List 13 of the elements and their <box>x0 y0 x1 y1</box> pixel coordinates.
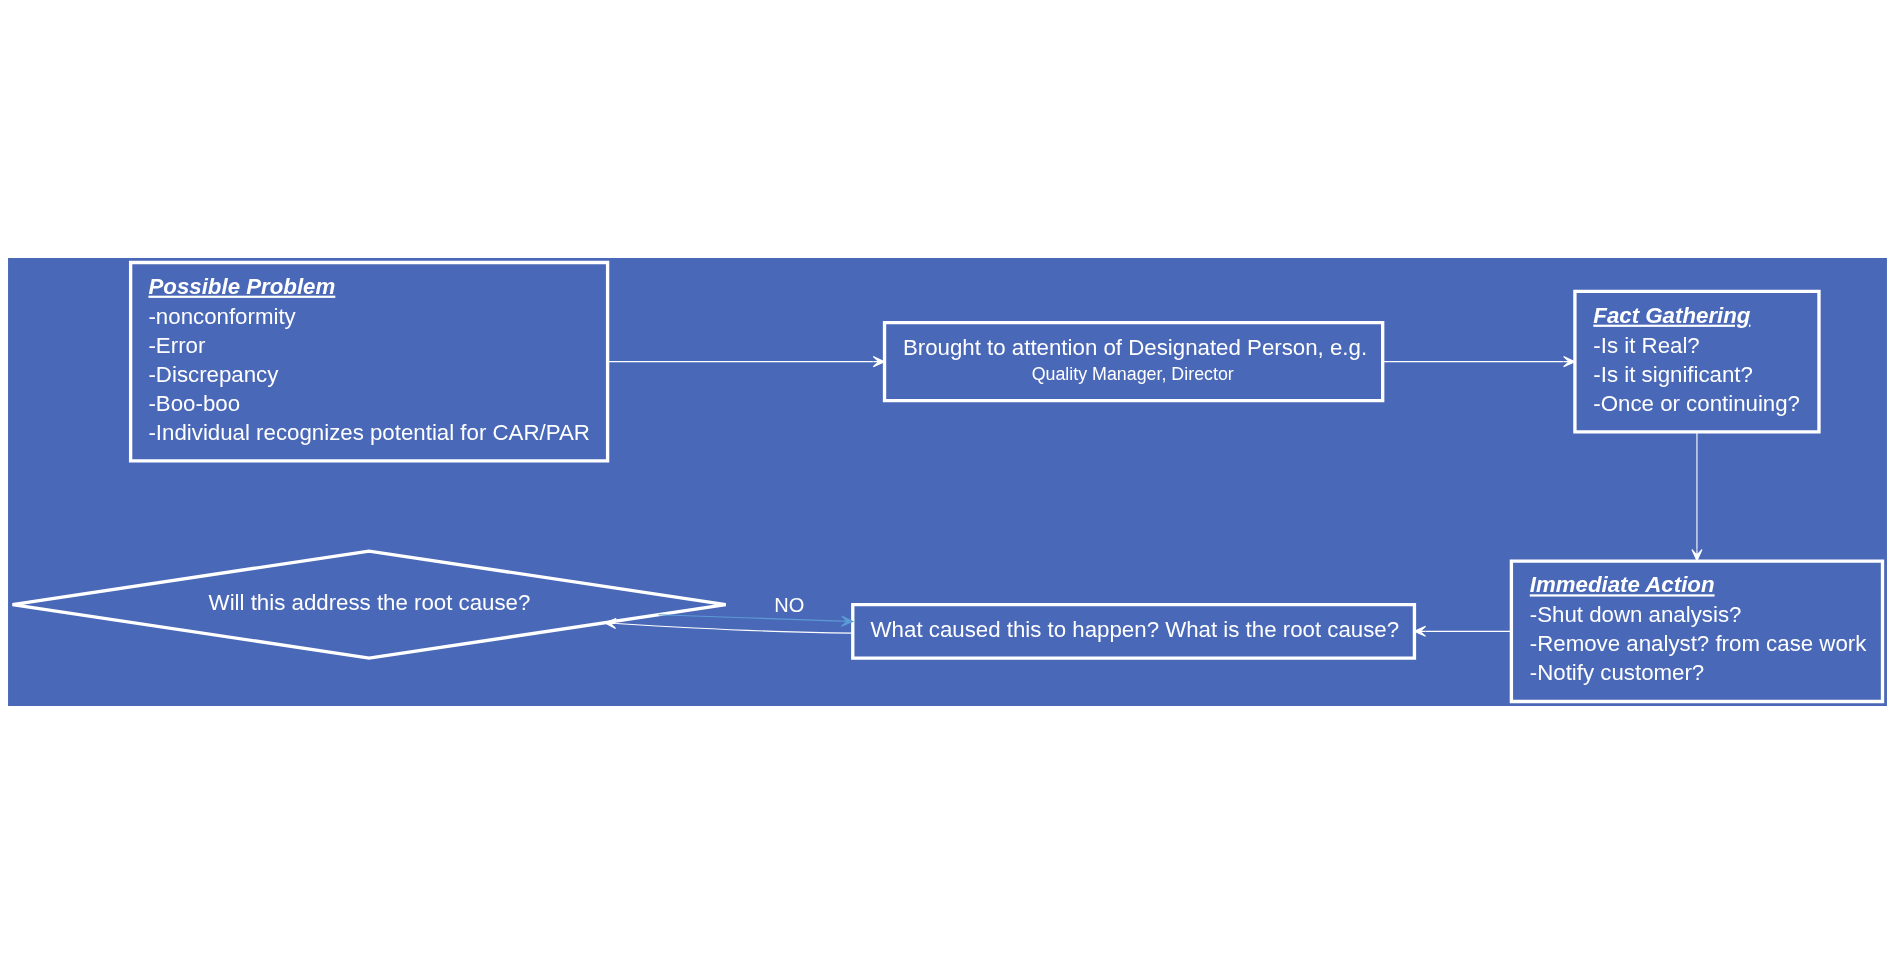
arrow <box>1691 430 1703 561</box>
arrow <box>604 617 853 634</box>
node-box: What caused this to happen? What is the root cause? <box>851 602 1417 660</box>
edge-label: NO <box>774 593 805 616</box>
node-box: Brought to attention of Designated Person, e.g. Quality Manager, Director <box>882 320 1385 402</box>
node-diamond: Will this address the root cause? <box>10 548 728 660</box>
node-box: Fact Gathering -Is it Real? -Is it significant? -Once or continuing? <box>1573 289 1821 434</box>
arrow <box>607 355 885 367</box>
arrow <box>1413 625 1512 637</box>
arrow <box>657 613 854 627</box>
node-box: Immediate Action -Shut down analysis? -Remove analyst? from case work -Notify customer? <box>1509 558 1885 703</box>
arrow <box>1382 355 1576 367</box>
node-box: Possible Problem -nonconformity -Error -Discrepancy -Boo-boo -Individual recognizes potential for CAR/PAR <box>128 260 610 462</box>
